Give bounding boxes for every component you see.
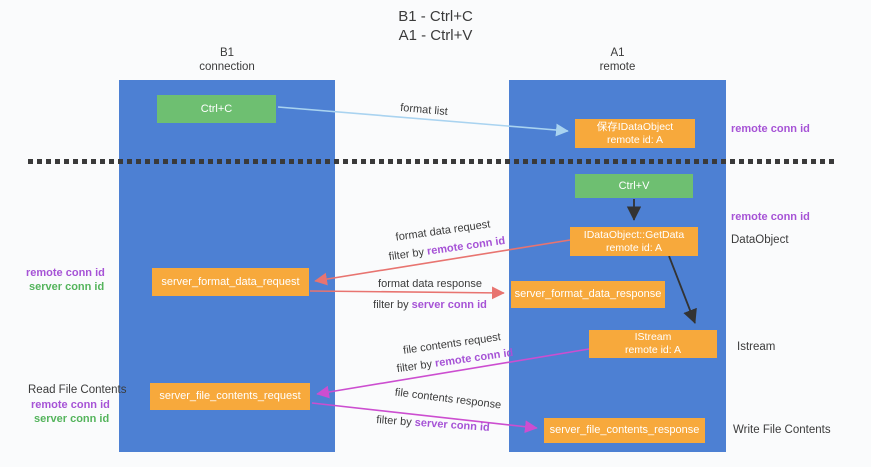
- lane-b1-sub: connection: [199, 61, 255, 73]
- node-server-format-data-request-label: server_format_data_request: [161, 275, 300, 288]
- node-server-format-data-response: server_format_data_response: [511, 281, 665, 308]
- title-line-1: B1 - Ctrl+C: [398, 8, 473, 25]
- node-istream-line1: IStream: [634, 331, 672, 343]
- node-istream-line2: remote id: A: [624, 344, 682, 356]
- node-save-idataobject-line2: remote id: A: [606, 133, 664, 146]
- node-save-idataobject: 保存IDataObject remote id: A: [575, 119, 695, 148]
- edge-label-format-response-filter: filter by server conn id: [373, 299, 487, 311]
- remote-conn-id-highlight: remote conn id: [426, 234, 506, 258]
- filter-by-text: filter by: [373, 299, 412, 311]
- server-conn-id-highlight: server conn id: [411, 299, 487, 311]
- title-line-2: A1 - Ctrl+V: [398, 27, 473, 44]
- label-remote-conn-id-left-2: remote conn id: [31, 399, 110, 411]
- arrow-format-data-response: [309, 286, 505, 300]
- label-server-conn-id-left-2: server conn id: [34, 413, 110, 425]
- label-write-file-contents: Write File Contents: [733, 424, 831, 436]
- edge-label-file-response-filter: filter by server conn id: [376, 414, 490, 434]
- server-conn-id-highlight: server conn id: [414, 416, 491, 434]
- label-remote-conn-id-left-1: remote conn id: [26, 267, 105, 279]
- node-getdata-line2: remote id: A: [605, 241, 663, 254]
- node-ctrl-v-label: Ctrl+V: [618, 179, 650, 192]
- lane-a1-sub: remote: [599, 61, 636, 73]
- filter-by-text: filter by: [396, 357, 436, 376]
- dashed-separator: [28, 159, 838, 164]
- node-idataobject-getdata: IDataObject::GetData remote id: A: [570, 227, 698, 256]
- node-server-file-contents-response-label: server_file_contents_response: [549, 424, 700, 436]
- diagram-title: B1 - Ctrl+C A1 - Ctrl+V: [0, 7, 871, 45]
- node-ctrl-c-label: Ctrl+C: [200, 102, 233, 115]
- edge-label-format-data-response: format data response: [378, 278, 482, 290]
- node-ctrl-c: Ctrl+C: [157, 95, 276, 123]
- node-server-file-contents-request-label: server_file_contents_request: [159, 390, 301, 402]
- lane-b1-name: B1: [219, 47, 235, 59]
- node-getdata-line1: IDataObject::GetData: [583, 228, 685, 241]
- lane-header-a1: A1 remote: [509, 46, 726, 74]
- edge-label-file-contents-response: file contents response: [394, 386, 502, 412]
- edge-label-format-list: format list: [399, 101, 449, 119]
- filter-by-text: filter by: [375, 414, 416, 429]
- node-server-format-data-response-label: server_format_data_response: [514, 288, 662, 300]
- filter-by-text: filter by: [388, 245, 428, 264]
- node-save-idataobject-line1: 保存IDataObject: [596, 120, 674, 133]
- lane-a1-name: A1: [610, 47, 625, 59]
- label-read-file-contents: Read File Contents: [28, 384, 127, 396]
- label-server-conn-id-left-1: server conn id: [29, 281, 105, 293]
- label-dataobject: DataObject: [731, 234, 789, 246]
- label-istream: Istream: [737, 341, 776, 353]
- node-server-format-data-request: server_format_data_request: [152, 268, 309, 296]
- lane-header-b1: B1 connection: [119, 46, 335, 74]
- label-remote-conn-id-right-1: remote conn id: [731, 123, 810, 135]
- node-server-file-contents-response: server_file_contents_response: [544, 418, 705, 443]
- node-server-file-contents-request: server_file_contents_request: [150, 383, 310, 410]
- node-ctrl-v: Ctrl+V: [575, 174, 693, 198]
- node-istream: IStream remote id: A: [589, 330, 717, 358]
- label-remote-conn-id-right-2: remote conn id: [731, 211, 810, 223]
